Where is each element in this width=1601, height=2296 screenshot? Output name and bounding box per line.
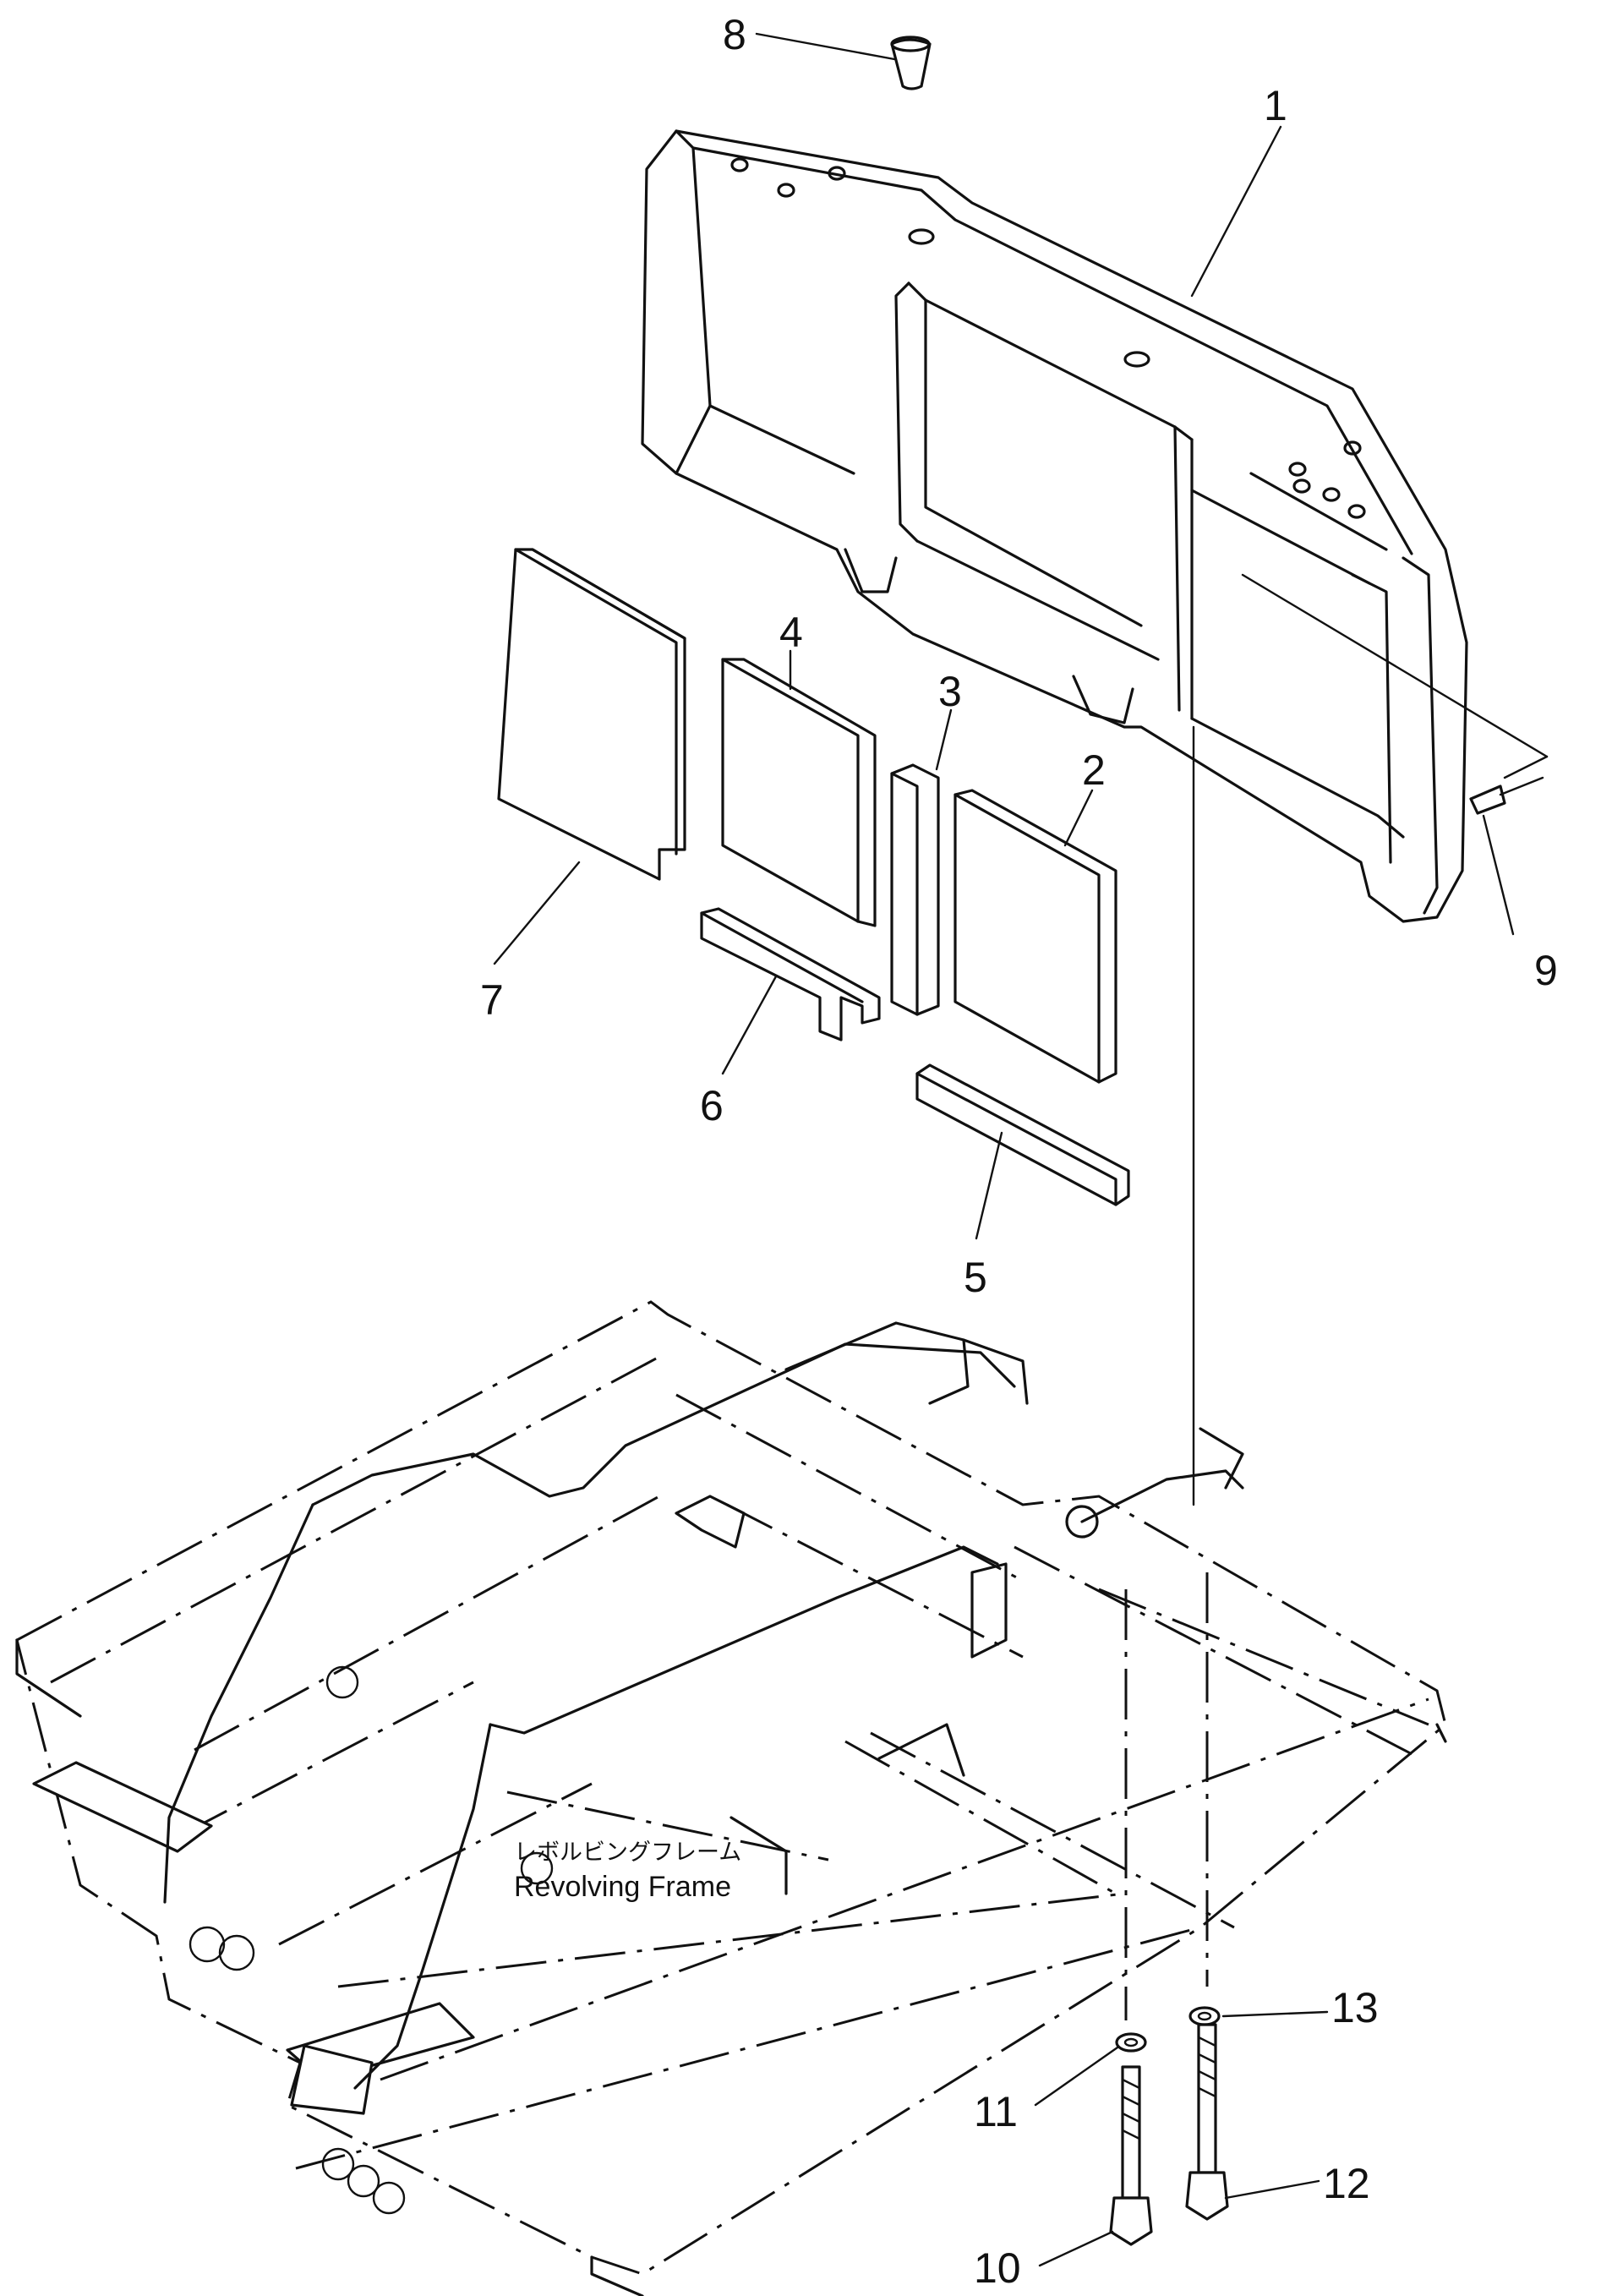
washer-part-11 [1115, 2032, 1147, 2053]
callout-5: 5 [964, 1254, 987, 1301]
plate-part-7 [497, 548, 686, 881]
callout-1: 1 [1264, 82, 1287, 129]
callout-9: 9 [1534, 947, 1558, 994]
plate-part-4 [721, 658, 877, 927]
callout-8: 8 [723, 11, 746, 58]
revolving-frame-outline [15, 1300, 1447, 2296]
cap-part-8 [890, 36, 932, 90]
fitting-part-9 [1241, 573, 1549, 815]
leader-lines [493, 32, 1515, 2267]
plate-part-3 [890, 763, 940, 1016]
bolt-part-12 [1185, 2023, 1229, 2221]
assembly-centerlines [1124, 725, 1209, 2020]
frame-label: レボルビングフレーム Revolving Frame [514, 1840, 741, 1903]
callout-3: 3 [938, 668, 962, 715]
plate-part-2 [953, 789, 1117, 1084]
callout-labels: 8 1 9 4 3 2 7 6 5 13 11 12 10 [480, 11, 1558, 2292]
callout-4: 4 [779, 609, 803, 656]
plate-part-6 [700, 907, 881, 1041]
callout-12: 12 [1323, 2160, 1370, 2207]
frame-label-english: Revolving Frame [514, 1871, 731, 1903]
callout-7: 7 [480, 976, 504, 1024]
plate-part-5 [915, 1063, 1130, 1206]
callout-10: 10 [974, 2244, 1021, 2292]
washer-part-13 [1188, 2006, 1221, 2026]
callout-6: 6 [700, 1082, 724, 1129]
callout-13: 13 [1331, 1984, 1379, 2031]
callout-11: 11 [974, 2088, 1018, 2135]
counterweight-part [641, 129, 1468, 923]
frame-label-japanese: レボルビングフレーム [514, 1840, 741, 1866]
bolt-part-10 [1109, 2065, 1153, 2246]
boom-bracket [163, 1321, 1244, 2215]
callout-2: 2 [1082, 746, 1106, 794]
